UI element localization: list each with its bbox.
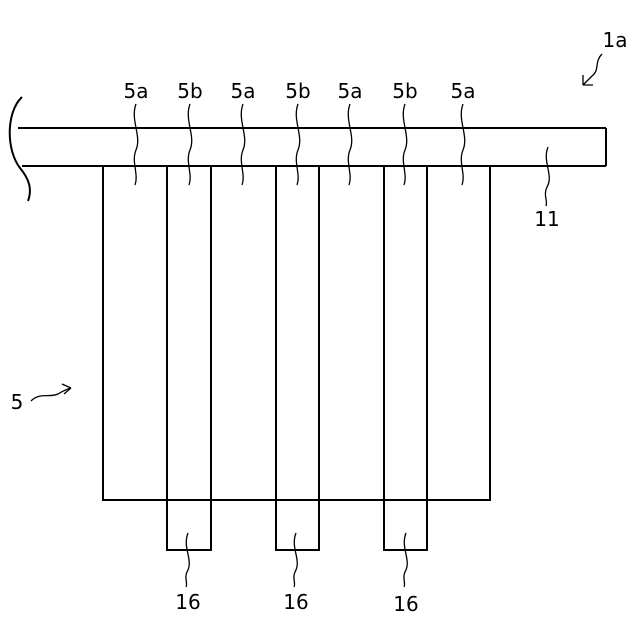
leader-segment-3 <box>241 104 244 185</box>
segment-label-2: 5b <box>177 79 202 103</box>
tab-label-1: 16 <box>175 590 200 614</box>
segment-label-4: 5b <box>285 79 310 103</box>
member-label: 11 <box>534 207 559 231</box>
segment-labels: 5a 5b 5a 5b 5a 5b 5a <box>124 79 476 103</box>
segment-5b-strips <box>167 166 427 500</box>
leader-segment-6 <box>403 104 406 185</box>
body-outline <box>103 166 490 500</box>
leader-segment-5 <box>348 104 351 185</box>
leader-segment-7 <box>461 104 464 185</box>
segment-label-1: 5a <box>124 79 149 103</box>
tab-leader-lines <box>186 533 407 587</box>
break-line <box>10 97 30 201</box>
leader-tab-3 <box>404 533 407 587</box>
leader-member <box>545 147 549 206</box>
tab-16-2 <box>276 500 319 550</box>
strip-5b-3 <box>384 166 427 500</box>
leader-segment-2 <box>188 104 191 185</box>
segment-label-6: 5b <box>392 79 417 103</box>
segment-label-3: 5a <box>231 79 256 103</box>
strip-5b-1 <box>167 166 211 500</box>
leader-segment-4 <box>296 104 299 185</box>
tab-label-2: 16 <box>283 590 308 614</box>
leader-tab-1 <box>186 533 189 587</box>
arrow-assembly <box>583 54 602 85</box>
tab-label-3: 16 <box>393 592 418 616</box>
strip-5b-2 <box>276 166 319 500</box>
body-label: 5 <box>11 390 24 414</box>
member-11 <box>10 97 606 201</box>
leader-segment-1 <box>134 104 137 185</box>
tab-16-1 <box>167 500 211 550</box>
segment-leader-lines <box>134 104 464 185</box>
arrow-body-shaft <box>31 388 71 401</box>
arrow-body <box>31 384 71 401</box>
leader-tab-2 <box>294 533 297 587</box>
segment-label-5: 5a <box>338 79 363 103</box>
tab-16-3 <box>384 500 427 550</box>
arrow-assembly-shaft <box>583 54 602 85</box>
tabs-16 <box>167 500 427 550</box>
segment-label-7: 5a <box>451 79 476 103</box>
tab-labels: 16 16 16 <box>175 590 418 616</box>
assembly-label: 1a <box>603 28 628 52</box>
